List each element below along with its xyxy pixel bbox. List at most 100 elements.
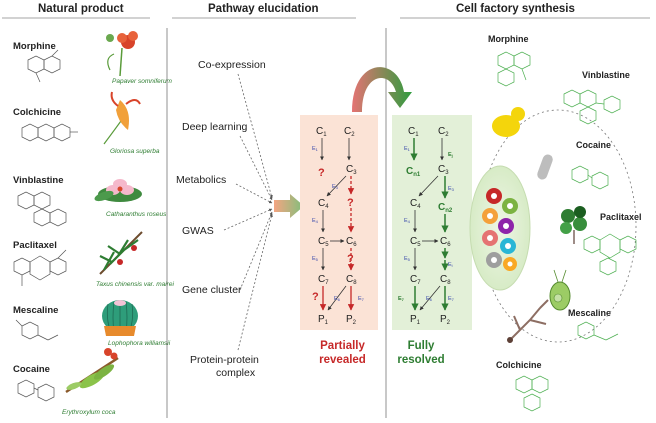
plant-taxus (99, 231, 143, 275)
resolved-enzyme-cn2-step: Ej (448, 152, 453, 158)
resolved-enzyme-7-green: E7 (398, 296, 405, 302)
big-curved-arrow (352, 67, 412, 112)
product-name-morphine: Morphine (13, 41, 56, 52)
fully-resolved-label: Fully resolved (396, 339, 446, 367)
plant-erythroxylum (65, 348, 119, 394)
bacterium (537, 154, 553, 180)
cf-label-colchicine: Colchicine (496, 360, 542, 370)
species-papaver: Papaver somniferum (112, 78, 172, 85)
molecule-mescaline (15, 319, 59, 341)
method-metabolics: Metabolics (176, 174, 227, 186)
resolved-pathway-panel (392, 115, 472, 330)
species-catharanthus: Catharanthus roseus (106, 211, 167, 218)
partial-enzyme-labels: E1 E3 E4 E5 E6 E7 (312, 146, 365, 302)
method-deep-learning: Deep learning (182, 121, 248, 133)
resolved-new-enzyme-labels: Ej E7 (398, 152, 453, 302)
product-name-mescaline: Mescaline (13, 305, 59, 316)
method-protein-protein: Protein-protein (190, 354, 259, 366)
partial-enzyme-5: E5 (312, 256, 319, 262)
resolved-node-p1: P1 (410, 314, 421, 326)
cf-molecule-mescaline (577, 321, 619, 341)
plant-gloriosa (103, 91, 141, 145)
full-line1: Fully (407, 340, 435, 352)
partial-line1: Partially (320, 340, 365, 352)
molecule-paclitaxel (13, 249, 67, 286)
partial-node-c6: C6 (346, 236, 357, 248)
resolved-enzyme-4: E4 (404, 218, 411, 224)
resolved-enzyme-labels: E1 E3 E4 E5 Ei E6 E7 (404, 146, 455, 302)
cf-label-cocaine: Cocaine (576, 140, 612, 150)
resolved-node-c3: C3 (438, 164, 449, 176)
partial-enzyme-3: E3 (332, 184, 339, 190)
mid-gradient-arrow (274, 194, 304, 218)
header-cell-factory: Cell factory synthesis (456, 3, 575, 15)
method-arrows (223, 73, 273, 351)
partial-node-c8: C8 (346, 274, 357, 286)
molecule-vinblastine (17, 191, 67, 227)
partial-node-p1: P1 (318, 314, 329, 326)
partial-qmark-2: ? (347, 197, 354, 209)
plant-catharanthus (94, 179, 142, 202)
header-natural-product: Natural product (38, 3, 124, 15)
resolved-node-c8: C8 (440, 274, 451, 286)
method-gwas: GWAS (182, 225, 214, 237)
product-name-cocaine: Cocaine (13, 364, 50, 375)
method-gene-cluster: Gene cluster (182, 284, 242, 296)
yeast-cell (492, 107, 525, 137)
algae-cell (549, 269, 571, 311)
plant-poppy (106, 31, 138, 77)
species-lophophora: Lophophora williamsii (108, 340, 171, 347)
product-name-colchicine: Colchicine (13, 107, 62, 118)
partial-qmark-3: ? (347, 253, 354, 265)
method-co-expression: Co-expression (198, 59, 266, 71)
resolved-node-c4: C4 (410, 198, 421, 210)
cf-molecule-paclitaxel (583, 233, 637, 276)
resolved-enzyme-1: E1 (404, 146, 411, 152)
partial-question-marks: ? ? ? ? (312, 167, 354, 303)
partial-enzyme-7: E7 (358, 296, 365, 302)
resolved-pathway-edges (413, 138, 444, 311)
partial-node-c7: C7 (318, 274, 329, 286)
resolved-node-c2: C2 (438, 126, 449, 138)
partial-node-c1: C1 (316, 126, 327, 138)
product-name-paclitaxel: Paclitaxel (13, 240, 57, 251)
cf-molecule-colchicine (515, 375, 549, 412)
fungal-mycelium (507, 299, 549, 343)
gear-cluster (482, 188, 518, 271)
cf-label-mescaline: Mescaline (568, 308, 612, 318)
partial-node-c4: C4 (318, 198, 329, 210)
resolved-node-c7: C7 (410, 274, 421, 286)
plant-lophophora (102, 300, 138, 336)
product-name-vinblastine: Vinblastine (13, 175, 64, 186)
resolved-node-cn2: Cn2 (438, 202, 453, 214)
resolved-enzyme-3: E3 (448, 186, 455, 192)
resolved-node-c6: C6 (440, 236, 451, 248)
partial-node-p2: P2 (346, 314, 357, 326)
partial-qmark-4: ? (312, 291, 319, 303)
resolved-node-c1: C1 (408, 126, 419, 138)
partial-enzyme-4: E4 (312, 218, 319, 224)
resolved-enzyme-7: E7 (448, 296, 455, 302)
resolved-enzyme-i: Ei (448, 262, 453, 268)
resolved-pathway-nodes: C1 C2 C3 C4 C5 C6 C7 C8 P1 P2 (408, 126, 451, 326)
partial-node-c2: C2 (344, 126, 355, 138)
partially-revealed-label: Partially revealed (305, 339, 380, 367)
partial-node-c3: C3 (346, 164, 357, 176)
partial-pathway-panel (300, 115, 378, 330)
partial-pathway: C1 C2 C3 C4 C5 C6 C7 C8 P1 P2 (312, 126, 365, 326)
cf-label-vinblastine: Vinblastine (582, 70, 630, 80)
resolved-node-p2: P2 (440, 314, 451, 326)
partial-qmark-1: ? (318, 167, 325, 179)
resolved-node-c5: C5 (410, 236, 421, 248)
species-erythroxylum: Erythroxylum coca (62, 409, 116, 416)
resolved-new-edges (410, 138, 449, 311)
plant-chassis (560, 206, 587, 244)
partial-enzyme-1: E1 (312, 146, 319, 152)
species-gloriosa: Gloriosa superba (110, 148, 160, 155)
cf-molecule-vinblastine (563, 89, 621, 125)
cf-molecule-morphine (497, 51, 531, 87)
partial-node-c5: C5 (318, 236, 329, 248)
partial-line2: revealed (319, 354, 366, 366)
